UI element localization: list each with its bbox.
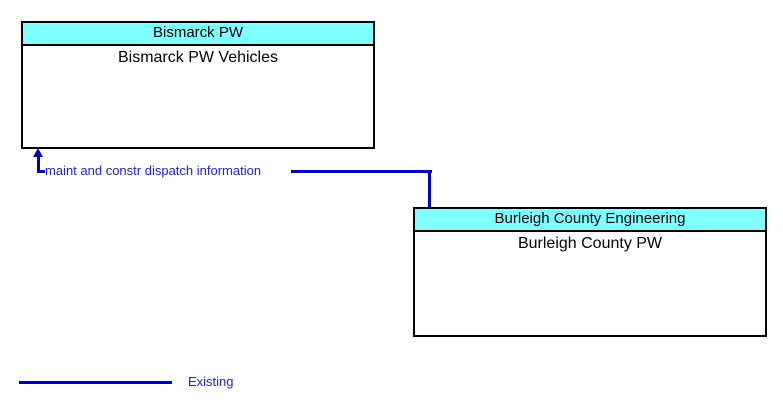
box-bismarck-pw-header[interactable]: Bismarck PW: [23, 23, 373, 46]
flow-line-vertical-end: [428, 170, 431, 208]
flow-label[interactable]: maint and constr dispatch information: [45, 163, 262, 178]
flow-line-horizontal: [291, 170, 432, 173]
box-bismarck-pw[interactable]: Bismarck PW Bismarck PW Vehicles: [21, 21, 375, 149]
arrow-up-icon: [33, 148, 43, 157]
box-burleigh-county[interactable]: Burleigh County Engineering Burleigh Cou…: [413, 207, 767, 337]
legend-existing-label: Existing: [188, 374, 234, 389]
legend-existing-line: [19, 381, 172, 384]
flow-line-corner-stub: [37, 170, 45, 173]
box-bismarck-pw-element-label[interactable]: Bismarck PW Vehicles: [117, 49, 279, 66]
flow-line-vertical-start: [37, 156, 40, 173]
box-burleigh-county-element-label[interactable]: Burleigh County PW: [517, 235, 663, 252]
box-burleigh-county-header[interactable]: Burleigh County Engineering: [415, 209, 765, 232]
